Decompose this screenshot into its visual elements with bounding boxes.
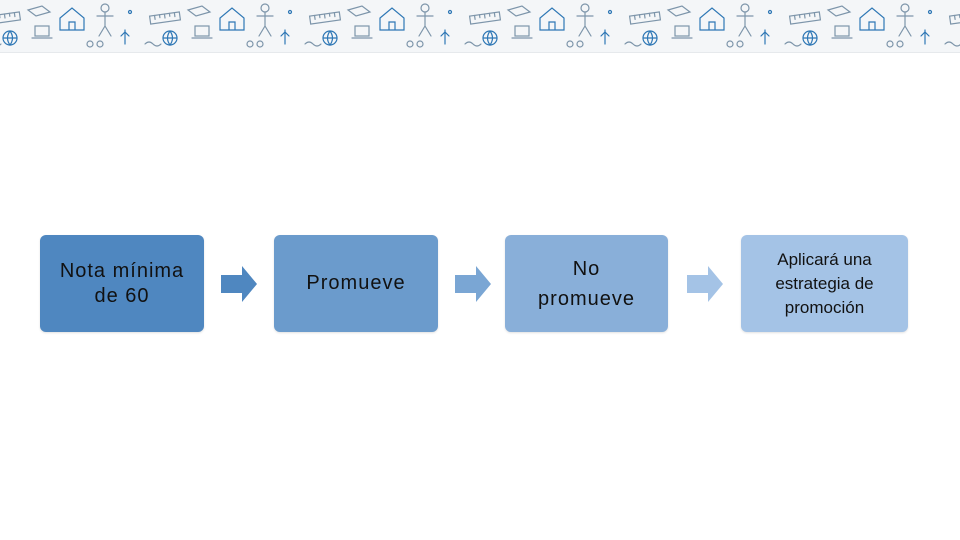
right-arrow-icon <box>687 264 723 304</box>
book-icon <box>188 6 210 16</box>
laptop-icon <box>195 26 209 36</box>
doodle-pattern <box>0 0 960 52</box>
right-arrow-icon <box>455 264 491 304</box>
book-icon <box>348 6 370 16</box>
ruler-icon <box>0 12 20 24</box>
house-icon <box>60 8 84 30</box>
laptop-icon <box>355 26 369 36</box>
step-estrategia-promocion: Aplicará una estrategia de promoción <box>741 235 908 332</box>
bike-icon <box>247 41 253 47</box>
person-icon <box>261 4 269 12</box>
step-no-promueve-label: No promueve <box>538 254 635 314</box>
step-nota-minima-label: Nota mínima de 60 <box>60 259 184 309</box>
person-icon <box>741 4 749 12</box>
book-icon <box>668 6 690 16</box>
laptop-icon <box>675 26 689 36</box>
house-icon <box>380 8 404 30</box>
book-icon <box>828 6 850 16</box>
step-estrategia-promocion-label: Aplicará una estrategia de promoción <box>775 248 873 320</box>
house-icon <box>860 8 884 30</box>
usb-icon <box>121 30 129 44</box>
usb-icon <box>601 30 609 44</box>
usb-icon <box>761 30 769 44</box>
step-promueve-label: Promueve <box>306 271 405 296</box>
doodle-banner <box>0 0 960 53</box>
usb-icon <box>921 30 929 44</box>
step-no-promueve: No promueve <box>505 235 668 332</box>
laptop-icon <box>35 26 49 36</box>
bike-icon <box>87 41 93 47</box>
house-icon <box>220 8 244 30</box>
book-icon <box>28 6 50 16</box>
usb-icon <box>441 30 449 44</box>
laptop-icon <box>835 26 849 36</box>
bike-icon <box>567 41 573 47</box>
person-icon <box>901 4 909 12</box>
usb-icon <box>281 30 289 44</box>
bike-icon <box>407 41 413 47</box>
step-promueve: Promueve <box>274 235 438 332</box>
bike-icon <box>727 41 733 47</box>
person-icon <box>101 4 109 12</box>
laptop-icon <box>515 26 529 36</box>
right-arrow-icon <box>221 264 257 304</box>
person-icon <box>421 4 429 12</box>
book-icon <box>508 6 530 16</box>
house-icon <box>540 8 564 30</box>
step-nota-minima: Nota mínima de 60 <box>40 235 204 332</box>
bike-icon <box>887 41 893 47</box>
person-icon <box>581 4 589 12</box>
house-icon <box>700 8 724 30</box>
